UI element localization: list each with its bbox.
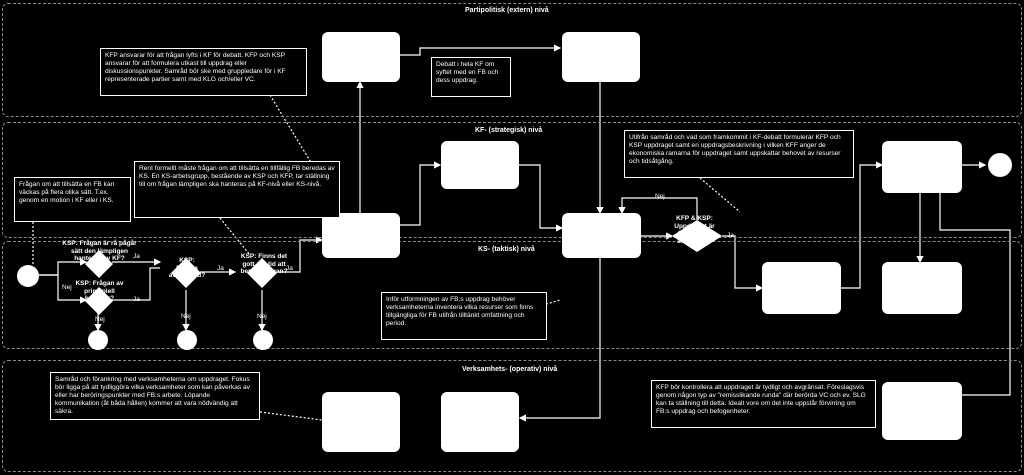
note-link — [259, 411, 323, 421]
process-box-ks-3 — [762, 262, 841, 314]
label-ja: Ja — [133, 296, 140, 303]
lane-kf — [2, 122, 1022, 238]
label-nej: Nej — [62, 284, 72, 291]
lane-title-verksamhet: Verksamhets- (operativ) nivå — [462, 366, 558, 373]
note-samrad: Samråd och förankring med verksamheterna… — [50, 372, 260, 420]
connector — [518, 258, 601, 422]
label-ja: Ja — [133, 253, 140, 260]
connector — [112, 267, 160, 301]
connector — [400, 44, 562, 56]
connector — [618, 197, 698, 220]
lane-title-kf: KF- (strategisk) nivå — [475, 127, 543, 134]
process-box-partipolitik-1 — [322, 32, 400, 82]
note-utifran: Utifrån samråd och vad som framkommit i … — [624, 130, 854, 178]
connector — [519, 164, 564, 232]
note-rent-formellt: Rent formellt måste frågan om att tillsä… — [134, 161, 340, 218]
note-link — [499, 299, 561, 319]
label-ja: Ja — [217, 265, 224, 272]
end-node-nej-3 — [253, 330, 273, 350]
lane-ks — [2, 241, 1022, 349]
note-kfp-ansvarar: KFP ansvarar för att frågan lyfts i KF f… — [100, 48, 307, 96]
decision-label-3: KSP: Frågan avgränsad? — [168, 257, 206, 279]
note-debatt: Debatt i hela KF om syftet med en FB och… — [431, 57, 511, 97]
note-link — [699, 177, 741, 213]
lane-verksamhet — [2, 360, 1022, 472]
lane-title-ks: KS- (taktisk) nivå — [478, 246, 535, 253]
note-kfp-bor: KFP bör kontrollera att uppdraget är tyd… — [651, 380, 876, 428]
lane-partipolitisk — [2, 3, 1022, 117]
decision-diamond-1 — [85, 250, 113, 278]
process-box-verksamhet-right — [882, 382, 962, 440]
start-node — [17, 265, 39, 287]
decision-label-2: KSP: Frågan av principiell karaktär? — [75, 280, 124, 302]
connector — [278, 236, 324, 273]
process-box-ks-2 — [562, 213, 641, 258]
note-infor: Inför utformningen av FB:s uppdrag behöv… — [381, 292, 547, 340]
end-node — [988, 153, 1012, 177]
label-nej: Nej — [257, 313, 267, 320]
process-box-verksamhet-2 — [441, 392, 519, 452]
connector — [939, 192, 1011, 396]
label-nej: Nej — [181, 313, 191, 320]
decision-diamond-5 — [672, 220, 722, 252]
decision-diamond-3 — [171, 258, 201, 288]
label-ja: Ja — [286, 265, 293, 272]
process-box-verksamhet-1 — [322, 392, 400, 452]
decision-diamond-4 — [247, 258, 277, 288]
process-box-ks-right — [882, 262, 962, 314]
decision-label-5: KFP & KSP: Uppdraget är tydligt och avgr… — [674, 215, 715, 245]
label-nej: Nej — [655, 193, 665, 200]
label-nej: Nej — [95, 316, 105, 323]
lane-title-partipolitisk: Partipolitisk (extern) nivå — [465, 7, 549, 14]
label-ja: Ja — [727, 232, 734, 239]
process-box-kf — [441, 141, 519, 189]
decision-diamond-2 — [85, 287, 113, 315]
connector — [841, 161, 884, 289]
connector — [400, 161, 442, 226]
process-box-kf-right — [882, 141, 962, 193]
decision-label-4: KSP: Finns det gott om tid att bereda fr… — [240, 253, 288, 275]
end-node-nej-1 — [88, 330, 108, 350]
decision-label-1: KSP: Frågan är rå pågår sätt den lämplig… — [62, 240, 137, 262]
connector — [38, 274, 88, 304]
note-fragan-om: Frågan om att tillsätta en FB kan väckas… — [14, 177, 131, 222]
end-node-nej-2 — [177, 330, 197, 350]
process-box-partipolitik-2 — [562, 32, 640, 82]
process-box-ks-1 — [322, 213, 400, 258]
connector — [722, 235, 764, 292]
